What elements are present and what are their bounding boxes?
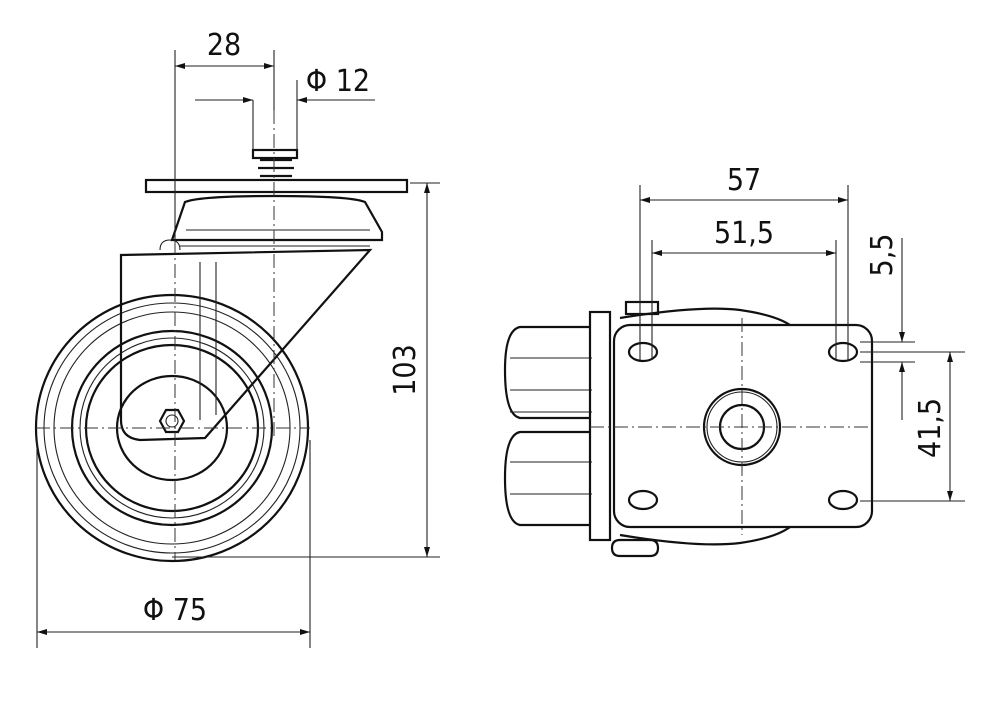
dim-plate-outer: 57	[727, 163, 761, 198]
swivel-head	[144, 80, 409, 247]
dim-hole-size: 5,5	[865, 234, 900, 277]
wheels	[503, 325, 592, 527]
top-view: 57 51,5 5,5 41,5	[503, 163, 965, 558]
dim-width-top: 28	[207, 28, 241, 63]
dim-hole-spacing-x: 51,5	[714, 216, 774, 251]
dim-stem-diameter: Φ 12	[306, 64, 370, 99]
mounting-holes	[627, 341, 859, 511]
axle-nut	[610, 538, 660, 558]
mounting-plate	[612, 323, 874, 529]
dim-height: 103	[388, 344, 423, 396]
fork-side	[588, 310, 612, 542]
top-plate	[144, 178, 409, 194]
side-view: 28 Φ 12 103 Φ 75	[34, 28, 440, 648]
wheel	[34, 293, 310, 563]
stem-nut	[251, 148, 299, 160]
fork	[119, 239, 373, 442]
dim-hole-spacing-y: 41,5	[913, 398, 948, 458]
dim-wheel-diameter: Φ 75	[143, 593, 207, 628]
bolt-head	[624, 300, 660, 316]
